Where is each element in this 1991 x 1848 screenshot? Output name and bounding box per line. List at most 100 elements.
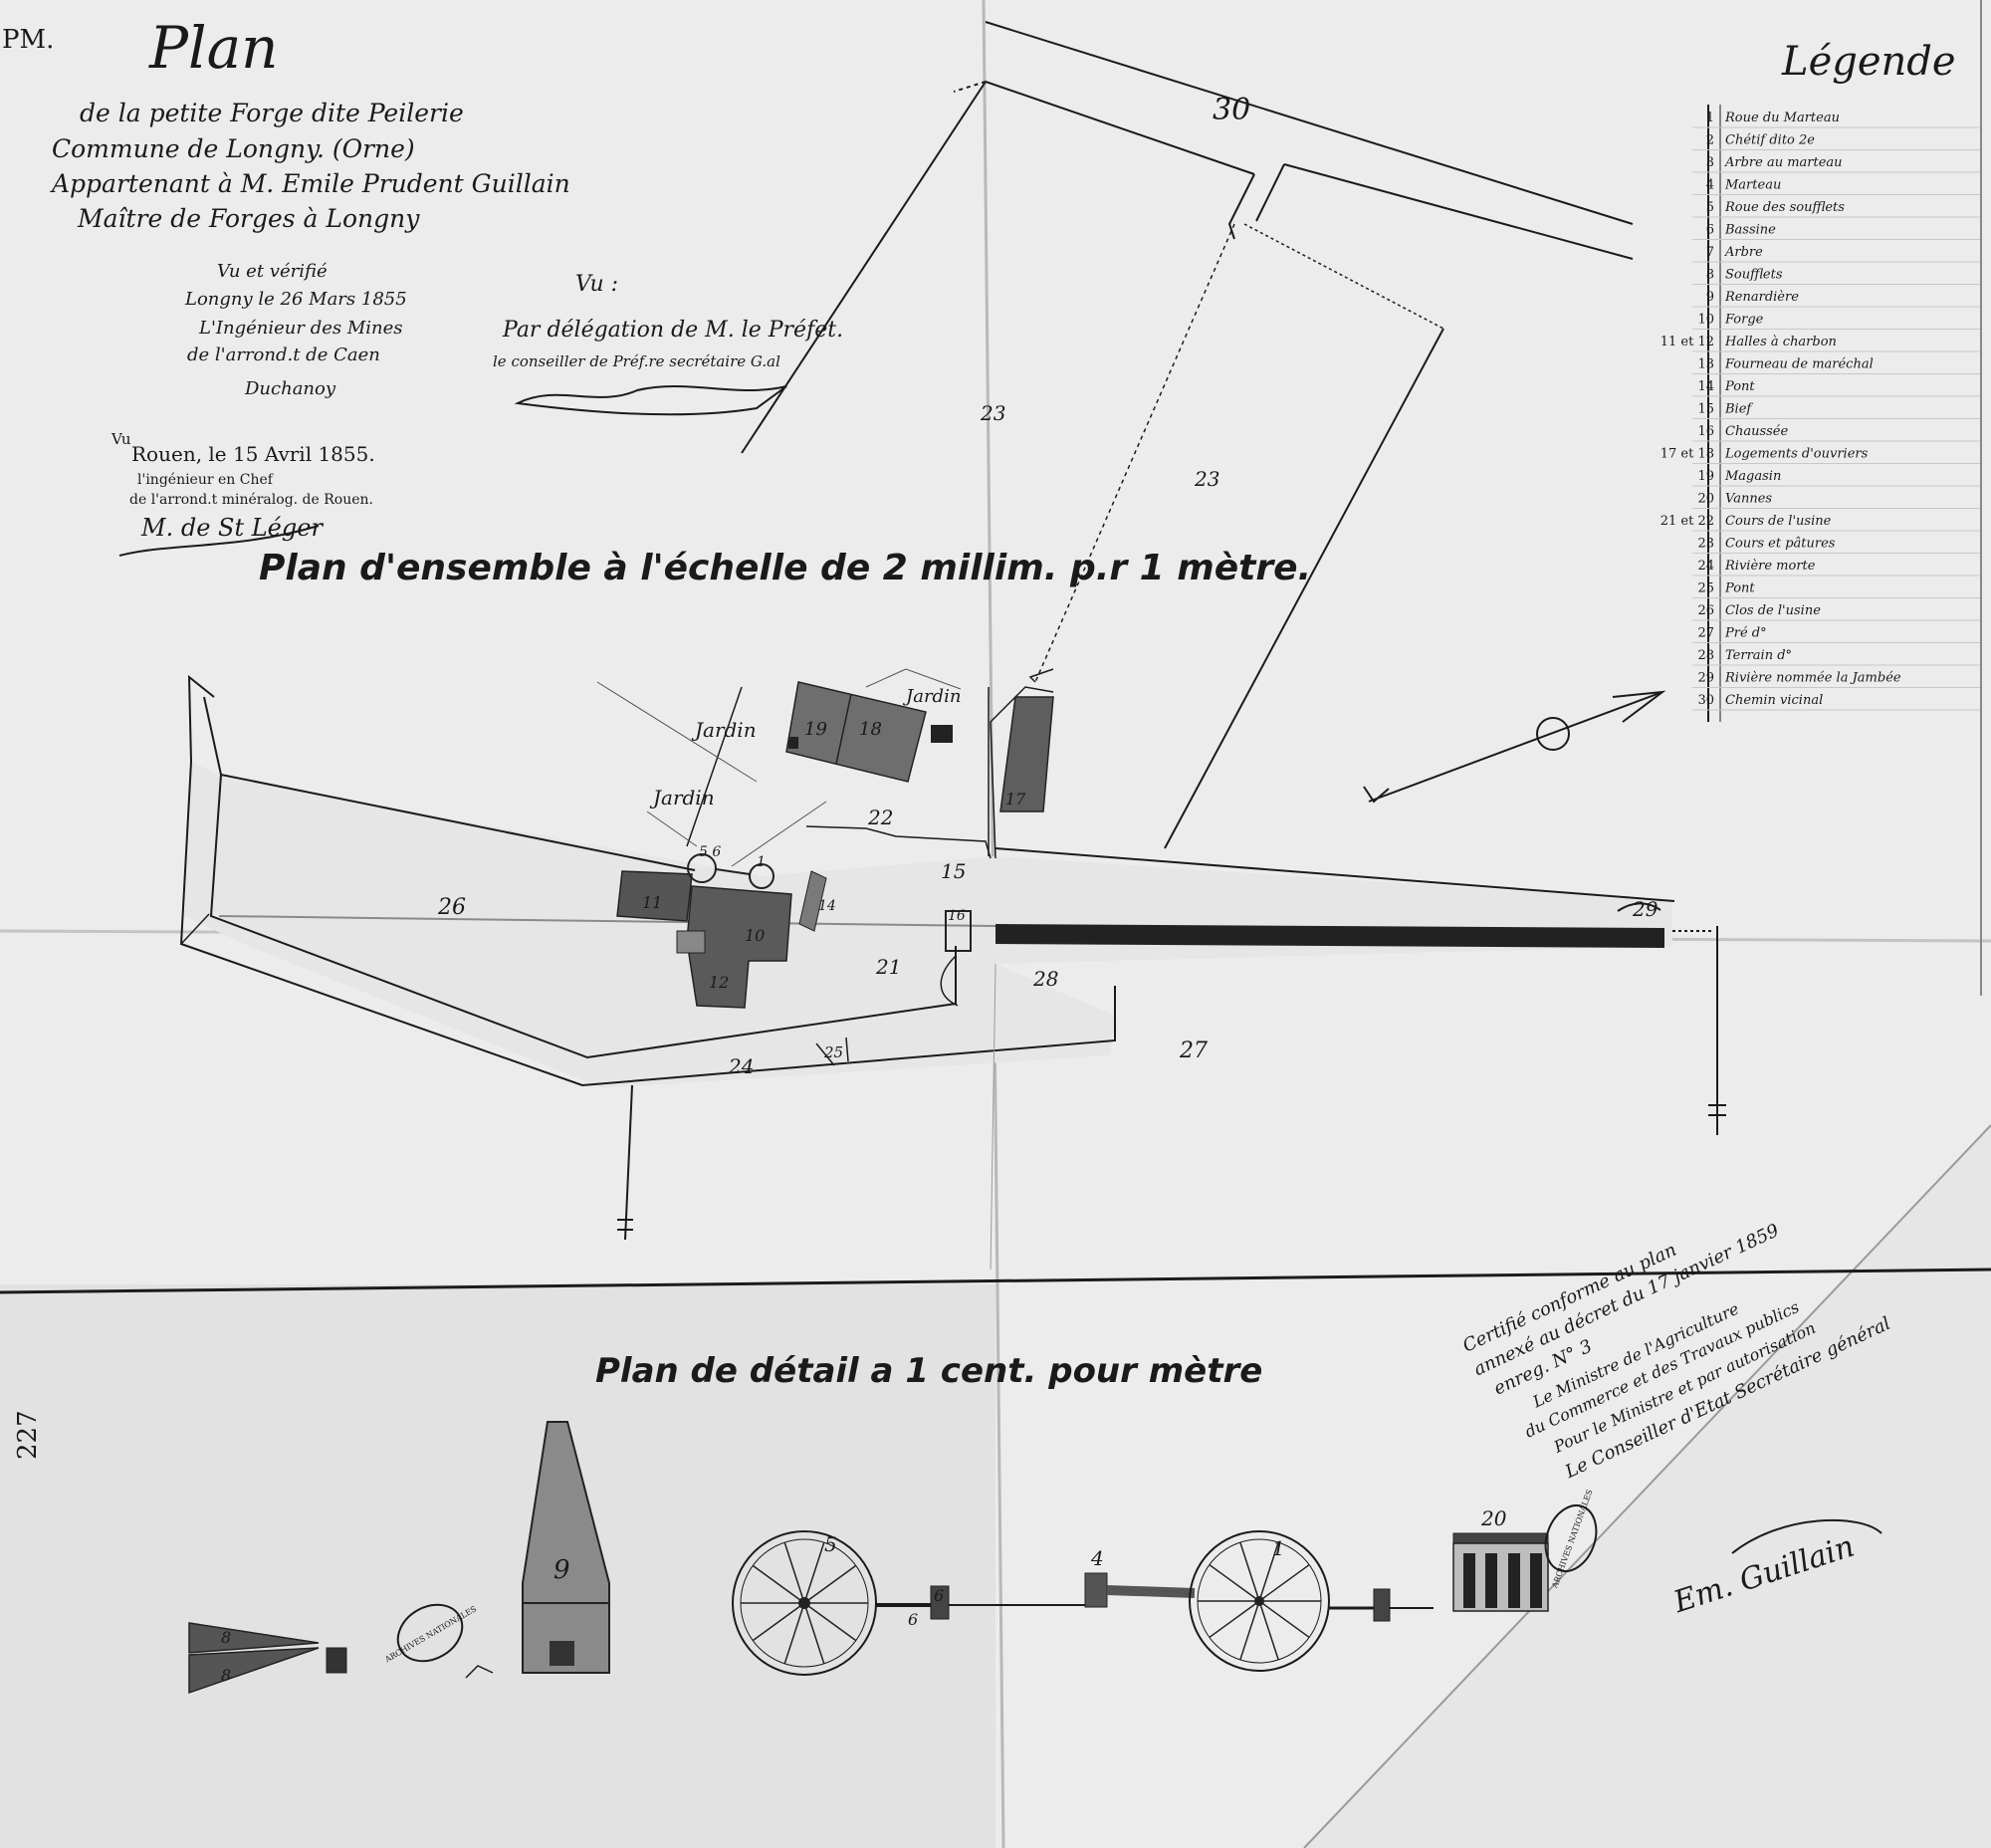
north-arrow-tail	[1363, 786, 1390, 804]
legend-item-label: Vannes	[1725, 492, 1772, 507]
soufflet-upper	[188, 1622, 320, 1654]
legend-item-number: 17 et 18	[1660, 447, 1714, 462]
jardin-divider-3	[731, 801, 827, 867]
buildings	[616, 681, 1054, 1009]
label-24: 24	[728, 1054, 754, 1078]
legend-item-label: Magasin	[1724, 469, 1781, 484]
wheel-spoke	[803, 1564, 857, 1604]
legend-item-number: 24	[1697, 559, 1714, 574]
legend-item-label: Fourneau de maréchal	[1724, 357, 1874, 372]
paper-lower-left-shade	[0, 1284, 996, 1848]
legend-item-number: 11 et 12	[1660, 335, 1714, 349]
legend-item-label: Roue des soufflets	[1724, 200, 1845, 215]
detail-labels: 8 8 9 5 6 6 4 1 20	[221, 1506, 1507, 1685]
legend-item-label: Arbre	[1724, 245, 1763, 260]
legend-item-label: Cours de l'usine	[1725, 514, 1832, 529]
renardiere-opening	[550, 1641, 574, 1666]
wheel-spoke	[1258, 1563, 1310, 1602]
jardin-divider-2	[646, 810, 698, 847]
legend-item-number: 19	[1697, 469, 1714, 484]
wheel-1-small	[749, 863, 774, 889]
legend-item-number: 2	[1706, 133, 1714, 148]
legend-item-label: Pré d°	[1724, 626, 1767, 641]
title-line-2: Commune de Longny. (Orne)	[52, 134, 415, 163]
legend-item-number: 5	[1706, 200, 1714, 215]
legend-item-label: Chétif dito 2e	[1725, 133, 1815, 148]
wheel-spoke	[1258, 1541, 1279, 1602]
yard-22-south	[805, 825, 992, 859]
prefect-signature-flourish	[514, 385, 787, 416]
lane-east-edge	[1255, 163, 1285, 222]
wheel-1-detail	[1189, 1530, 1330, 1672]
legend-item-number: 20	[1697, 492, 1714, 507]
plot-23-boundaries	[741, 81, 1444, 849]
legend-item-label: Chaussée	[1725, 424, 1788, 439]
legend-item-label: Roue du Marteau	[1724, 111, 1840, 125]
yard-21-curve	[940, 955, 959, 1007]
label-18: 18	[859, 719, 882, 740]
legend-item-label: Rivière morte	[1724, 559, 1816, 574]
plot-23-east-line	[1164, 328, 1444, 849]
vannes-20-map	[945, 910, 972, 952]
north-arrow-circle	[1536, 717, 1570, 751]
section-divider	[0, 1268, 1991, 1294]
label-17: 17	[1005, 790, 1026, 808]
label-23a: 23	[980, 401, 1005, 425]
prefect-line-1: Vu :	[575, 272, 618, 297]
label-21: 21	[875, 955, 901, 979]
legend-item-label: Bassine	[1724, 223, 1776, 238]
label-12: 12	[709, 973, 729, 992]
jardin-divider-1	[596, 681, 758, 783]
chemin-vicinal-30	[985, 21, 1634, 260]
title-plan: Plan	[148, 14, 279, 82]
vannes-gate-3	[1508, 1553, 1520, 1608]
north-arrow-head	[1612, 690, 1666, 723]
legend-item-number: 13	[1697, 357, 1714, 372]
meridian-faint	[990, 963, 996, 1270]
plot-23-corner	[1028, 668, 1054, 683]
clos-north-inner	[220, 774, 696, 871]
axle-small	[715, 868, 751, 875]
building-18-19	[785, 681, 927, 783]
plot-23-north-dotted	[1243, 223, 1444, 330]
legend-item-number: 10	[1697, 313, 1714, 328]
bassine-block	[930, 1585, 950, 1620]
legend-item-label: Terrain d°	[1725, 648, 1792, 663]
legend-item-number: 6	[1706, 223, 1714, 238]
label-56: 5 6	[699, 844, 721, 860]
clos-west-link	[203, 696, 222, 776]
legend-item-label: Logements d'ouvriers	[1724, 447, 1869, 462]
lane-west-edge	[1227, 173, 1255, 240]
wheel-1-block	[1373, 1588, 1391, 1622]
label-25: 25	[823, 1043, 843, 1061]
clos-sw-corner	[180, 913, 210, 945]
pont-25-right	[845, 1037, 849, 1062]
legend-item-number: 3	[1706, 155, 1714, 170]
wheel-spoke	[803, 1602, 825, 1665]
verification-line-2: Longny le 26 Mars 1855	[184, 289, 407, 310]
soufflet-nozzle	[326, 1647, 347, 1674]
detail-plan-title: Plan de détail a 1 cent. pour mètre	[595, 1351, 1262, 1391]
rouen-signature-flourish	[118, 525, 320, 557]
renardiere-chimney	[522, 1421, 610, 1674]
legend-item-number: 9	[1706, 290, 1714, 305]
detail-label-1: 1	[1272, 1536, 1285, 1560]
stamp-left-ring	[396, 1603, 464, 1663]
wheel-1-rim	[1189, 1530, 1330, 1672]
north-arrow-shaft	[1368, 691, 1663, 803]
fold-tail	[218, 915, 996, 927]
label-jardin-2: Jardin	[902, 686, 961, 707]
wheel-spoke	[803, 1602, 857, 1642]
legend-item-number: 26	[1697, 603, 1714, 618]
title-block: Plan de la petite Forge dite Peilerie Co…	[50, 14, 570, 233]
renardiere-hook	[465, 1665, 494, 1679]
detail-label-6b: 6	[934, 1586, 944, 1605]
building-19-annex	[788, 737, 798, 749]
wheel-1-spokes	[1198, 1541, 1321, 1661]
corner-mark: PM.	[2, 25, 54, 55]
legend-item-label: Rivière nommée la Jambée	[1724, 671, 1901, 686]
label-29: 29	[1632, 897, 1659, 921]
legend-item-label: Bief	[1724, 402, 1753, 417]
